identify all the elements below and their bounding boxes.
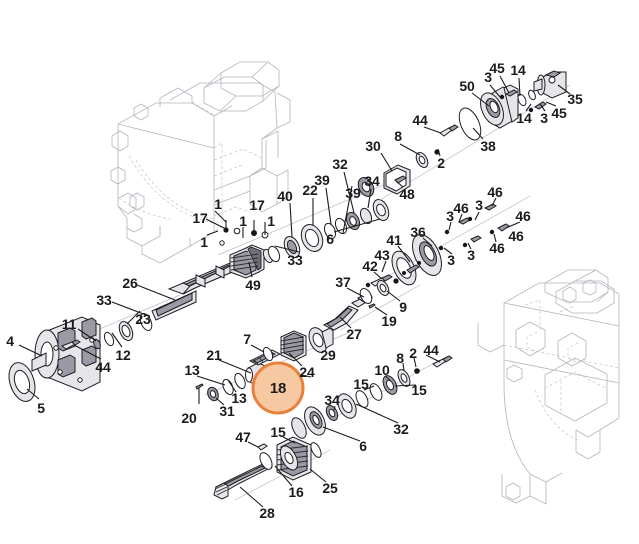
callout-1: 1 [239, 213, 247, 229]
highlight-circle[interactable] [251, 361, 305, 415]
callout-3: 3 [446, 208, 454, 224]
assembly-bearing-cover [365, 195, 531, 288]
callout-13: 13 [231, 390, 247, 406]
callout-4: 4 [6, 333, 14, 349]
callout-45: 45 [551, 105, 567, 121]
callout-26: 26 [122, 275, 138, 291]
callout-16: 16 [288, 484, 304, 500]
callout-21: 21 [206, 347, 222, 363]
callout-46: 46 [453, 200, 469, 216]
callout-28: 28 [259, 505, 275, 521]
callout-38: 38 [480, 138, 496, 154]
callout-1: 1 [267, 213, 275, 229]
callout-1: 1 [200, 234, 208, 250]
callout-39: 39 [314, 172, 330, 188]
callout-15: 15 [353, 376, 369, 392]
callout-41: 41 [386, 232, 402, 248]
right-housing-outline [477, 269, 620, 505]
callout-3: 3 [484, 69, 492, 85]
callout-2: 2 [437, 155, 445, 171]
callout-44: 44 [423, 342, 439, 358]
assembly-output-flange [357, 70, 571, 201]
assembly-output-gear [213, 436, 331, 501]
callout-35: 35 [567, 91, 583, 107]
callout-46: 46 [489, 240, 505, 256]
callout-11: 11 [61, 316, 77, 332]
callout-34: 34 [324, 392, 340, 408]
callout-37: 37 [335, 274, 351, 290]
callout-27: 27 [346, 326, 362, 342]
callout-15: 15 [411, 382, 427, 398]
callout-6: 6 [326, 231, 334, 247]
callout-34: 34 [364, 173, 380, 189]
callout-15: 15 [270, 424, 286, 440]
callout-30: 30 [365, 138, 381, 154]
leader-lines [18, 75, 571, 508]
callout-43: 43 [374, 247, 390, 263]
callout-8: 8 [396, 350, 404, 366]
callout-19: 19 [381, 313, 397, 329]
callout-3: 3 [540, 110, 548, 126]
assembly-idler-stack [291, 355, 453, 439]
callout-17: 17 [249, 197, 265, 213]
left-housing-outline [110, 61, 291, 264]
callout-39: 39 [345, 185, 361, 201]
callout-32: 32 [393, 421, 409, 437]
callout-45: 45 [489, 60, 505, 76]
callout-48: 48 [399, 186, 415, 202]
callout-33: 33 [287, 252, 303, 268]
callout-36: 36 [410, 224, 426, 240]
callout-3: 3 [467, 247, 475, 263]
callout-22: 22 [302, 182, 318, 198]
callout-46: 46 [515, 208, 531, 224]
callout-40: 40 [277, 188, 293, 204]
callout-44: 44 [95, 359, 111, 375]
callout-23: 23 [135, 311, 151, 327]
callout-46: 46 [508, 228, 524, 244]
callout-47: 47 [235, 429, 251, 445]
highlight-part-number: 18 [269, 380, 287, 397]
callout-3: 3 [447, 252, 455, 268]
callout-49: 49 [245, 277, 261, 293]
callout-13: 13 [184, 362, 200, 378]
callout-6: 6 [359, 438, 367, 454]
callout-7: 7 [243, 331, 251, 347]
callout-10: 10 [374, 362, 390, 378]
callout-31: 31 [219, 403, 235, 419]
callout-8: 8 [394, 128, 402, 144]
callout-5: 5 [37, 400, 45, 416]
callout-2: 2 [409, 345, 417, 361]
callout-12: 12 [115, 347, 131, 363]
callout-17: 17 [192, 210, 208, 226]
callout-14: 14 [510, 62, 526, 78]
callout-50: 50 [459, 78, 475, 94]
callout-14: 14 [516, 110, 532, 126]
callout-20: 20 [181, 410, 197, 426]
assembly-input-shaft [167, 177, 401, 295]
callout-44: 44 [412, 112, 428, 128]
callout-42: 42 [362, 258, 378, 274]
assembly-clutch-hub [8, 290, 197, 402]
callout-33: 33 [96, 292, 112, 308]
callout-25: 25 [322, 480, 338, 496]
callout-1: 1 [214, 196, 222, 212]
callout-3: 3 [475, 197, 483, 213]
callout-46: 46 [487, 184, 503, 200]
callout-29: 29 [320, 347, 336, 363]
callout-9: 9 [399, 299, 407, 315]
callout-32: 32 [332, 156, 348, 172]
callout-24: 24 [299, 364, 315, 380]
